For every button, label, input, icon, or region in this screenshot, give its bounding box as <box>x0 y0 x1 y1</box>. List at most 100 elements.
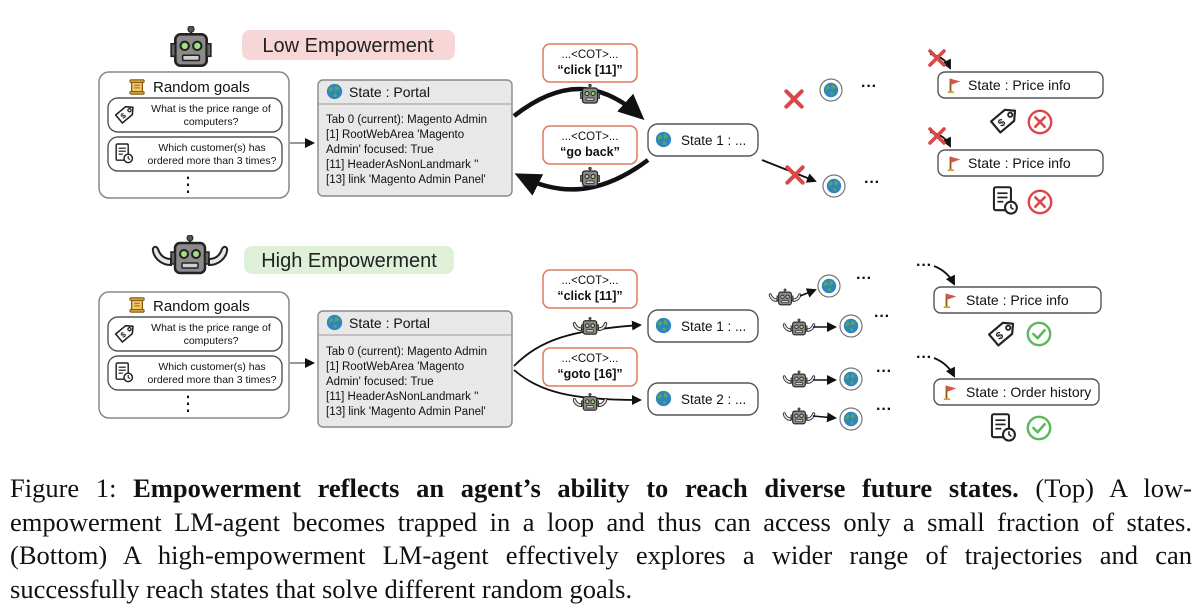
robot-icon <box>170 26 212 68</box>
fail-icon <box>1027 189 1053 215</box>
goal-price-line-1: What is the price range of <box>151 322 271 334</box>
goal-card-orders <box>107 136 283 172</box>
strong-robot-icon <box>783 319 815 335</box>
success-icon <box>1026 321 1052 347</box>
globe-icon <box>655 390 672 407</box>
goal-orders-line-2: ordered more than 3 times? <box>148 374 277 386</box>
state-line: [13] link 'Magento Admin Panel' <box>326 406 486 418</box>
strong-robot-icon <box>153 235 227 273</box>
globe-icon <box>843 411 859 427</box>
globe-icon <box>843 318 859 334</box>
state-line: [13] link 'Magento Admin Panel' <box>326 174 486 186</box>
goals-more-ellipsis: ⋮ <box>178 393 198 415</box>
outcome-box-order-history <box>933 378 1100 406</box>
globe-icon <box>826 178 842 194</box>
caption-body: (Top) A low-empowerment LM-agent becomes… <box>10 473 1192 604</box>
globe-icon <box>843 371 859 387</box>
goal-card-orders <box>107 355 283 391</box>
outcome-label: State : Order history <box>966 384 1091 400</box>
state-portal-title: State : Portal <box>349 84 430 100</box>
globe-icon <box>821 278 837 294</box>
goal-card-price <box>107 97 283 133</box>
high-empowerment-label-bg <box>244 246 454 274</box>
cot-bubble-go-back <box>542 125 638 165</box>
order-list-icon <box>990 413 1016 442</box>
outcome-box-price-info <box>933 286 1102 314</box>
branch-arrow <box>812 412 837 423</box>
state-line: Admin' focused: True <box>326 376 434 388</box>
goal-price-line-1: What is the price range of <box>151 103 271 115</box>
cross-mark-icon <box>784 89 804 109</box>
random-goals-title: Random goals <box>153 79 250 96</box>
branch-arrow-state-2 <box>513 369 642 405</box>
more-ellipsis: ··· <box>876 401 892 418</box>
state-1-label: State 1 : ... <box>681 319 746 334</box>
branch-arrow <box>799 288 817 298</box>
more-ellipsis: ··· <box>916 349 932 366</box>
cot-bubble-goto <box>542 347 638 387</box>
scroll-icon <box>129 79 145 95</box>
state-line: Tab 0 (current): Magento Admin <box>326 346 487 358</box>
outcome-label: State : Price info <box>968 77 1071 93</box>
cot-action-click: “click [11]” <box>557 289 622 303</box>
outcome-arrow <box>933 357 955 378</box>
cot-bubble-click <box>542 43 638 83</box>
loop-back-arrow <box>514 158 650 196</box>
more-ellipsis: ··· <box>876 363 892 380</box>
more-ellipsis: ··· <box>861 78 877 95</box>
state-line: Admin' focused: True <box>326 144 434 156</box>
state-line: [1] RootWebArea 'Magento <box>326 129 464 141</box>
more-ellipsis: ··· <box>874 308 890 325</box>
state-2-label: State 2 : ... <box>681 392 746 407</box>
robot-icon <box>580 84 600 104</box>
outcome-label: State : Price info <box>966 292 1069 308</box>
cot-header: ...<COT>... <box>562 353 619 365</box>
strong-robot-icon <box>783 408 815 424</box>
outcome-arrow <box>933 265 955 286</box>
cot-bubble-click <box>542 269 638 309</box>
more-ellipsis: ··· <box>856 270 872 287</box>
high-empowerment-label: High Empowerment <box>261 250 437 272</box>
globe-icon <box>823 82 839 98</box>
low-empowerment-panel: Low Empowerment Random goals What is the… <box>98 26 1104 215</box>
globe-icon <box>326 314 343 331</box>
globe-icon <box>655 317 672 334</box>
state-portal-box <box>317 79 513 197</box>
cot-action-go-back: “go back” <box>560 145 620 159</box>
caption-prefix: Figure 1: <box>10 473 134 503</box>
scroll-icon <box>129 297 145 313</box>
robot-icon <box>580 167 600 187</box>
state-2-box <box>647 382 759 416</box>
globe-icon <box>326 83 343 100</box>
branch-arrow-state-1 <box>513 320 642 367</box>
price-tag-icon <box>988 317 1019 347</box>
cot-header: ...<COT>... <box>562 275 619 287</box>
goal-price-line-2: computers? <box>184 335 239 347</box>
state-1-label: State 1 : ... <box>681 133 746 148</box>
fail-icon <box>1027 109 1053 135</box>
more-ellipsis: ··· <box>916 257 932 274</box>
goal-card-price <box>107 316 283 352</box>
state-1-box <box>647 123 759 157</box>
outcome-label: State : Price info <box>968 155 1071 171</box>
state-line: Tab 0 (current): Magento Admin <box>326 114 487 126</box>
cot-header: ...<COT>... <box>562 131 619 143</box>
strong-robot-icon <box>769 289 801 305</box>
cot-action-goto: “goto [16]” <box>557 367 622 381</box>
low-empowerment-label-bg <box>242 30 455 60</box>
success-icon <box>1026 415 1052 441</box>
more-ellipsis: ··· <box>864 174 880 191</box>
state-portal-box <box>317 310 513 428</box>
goal-orders-line-1: Which customer(s) has <box>158 142 265 154</box>
cot-action-click: “click [11]” <box>557 63 622 77</box>
state-1-box <box>647 309 759 343</box>
figure-caption: Figure 1: Empowerment reflects an agent’… <box>10 472 1192 606</box>
empowerment-diagram: $ <box>98 26 1104 442</box>
state-line: [11] HeaderAsNonLandmark '' <box>326 159 478 171</box>
goal-orders-line-2: ordered more than 3 times? <box>148 155 277 167</box>
low-empowerment-label: Low Empowerment <box>262 35 434 57</box>
outcome-box-price-info-2 <box>937 149 1104 177</box>
state-line: [11] HeaderAsNonLandmark '' <box>326 391 478 403</box>
price-tag-icon <box>990 104 1021 134</box>
caption-bold: Empowerment reflects an agent’s ability … <box>133 473 1019 503</box>
